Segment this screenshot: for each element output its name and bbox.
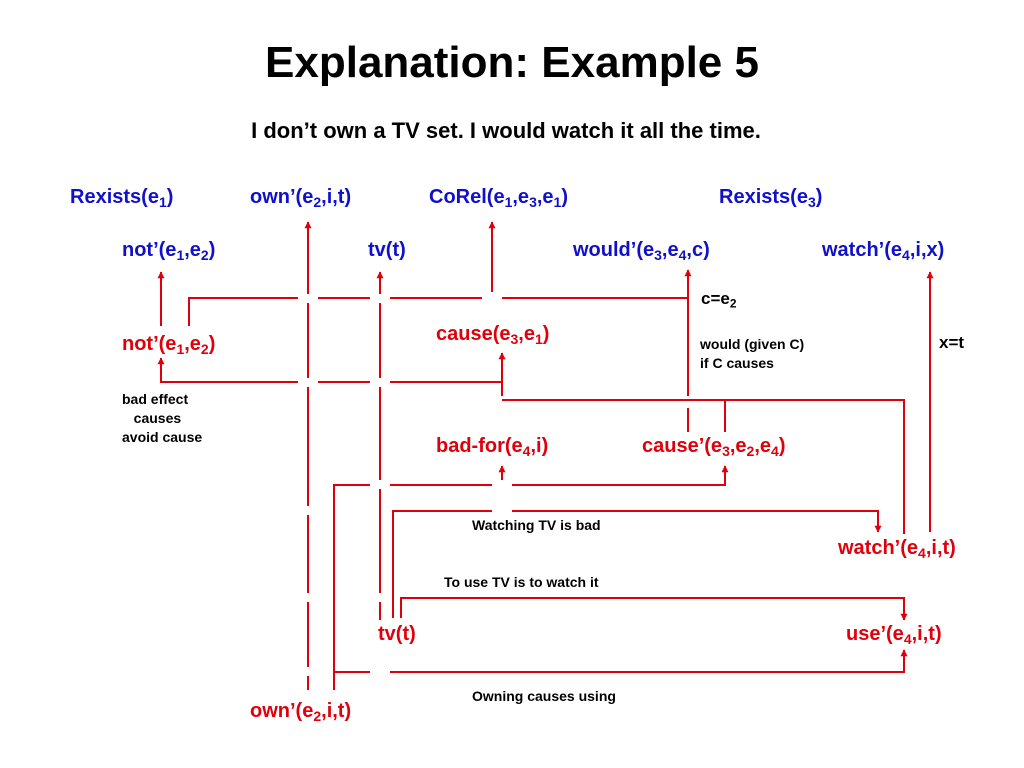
bad-effect-note: bad effect causes avoid cause xyxy=(122,391,203,445)
x-eq-t-note: x=t xyxy=(939,333,965,352)
rexists-e3-label: Rexists(e3) xyxy=(719,186,823,211)
watch-mid-label: watch’(e4,i,t) xyxy=(838,537,956,562)
bad-for-label: bad-for(e4,i) xyxy=(436,435,549,460)
watch-top-label: watch’(e4,i,x) xyxy=(822,239,945,264)
own-e2-top-label: own’(e2,i,t) xyxy=(250,186,352,211)
not-e1-e2-top-label: not’(e1,e2) xyxy=(122,239,216,264)
tv-bottom-label: tv(t) xyxy=(378,623,416,645)
slide-title: Explanation: Example 5 xyxy=(265,38,759,87)
cause-prime-label: cause’(e3,e2,e4) xyxy=(642,435,786,460)
c-eq-e2-note: c=e2 xyxy=(701,289,737,311)
arrow-to-not-mid xyxy=(157,357,502,383)
cause-e3-e1-label: cause(e3,e1) xyxy=(436,323,550,348)
rexists-e1-label: Rexists(e1) xyxy=(70,186,174,211)
owning-note: Owning causes using xyxy=(472,688,616,704)
corel-label: CoRel(e1,e3,e1) xyxy=(429,186,569,211)
tv-top-label: tv(t) xyxy=(368,239,406,261)
arrow-to-use-bottom xyxy=(334,649,908,673)
use-tv-note: To use TV is to watch it xyxy=(444,574,599,590)
own-bottom-label: own’(e2,i,t) xyxy=(250,700,352,725)
would-label: would’(e3,e4,c) xyxy=(573,239,710,264)
would-given-note: would (given C) if C causes xyxy=(700,336,805,371)
use-label: use’(e4,i,t) xyxy=(846,623,942,648)
arrow-to-use xyxy=(400,597,908,621)
not-e1-e2-mid-label: not’(e1,e2) xyxy=(122,333,216,358)
connector-cause-split xyxy=(502,399,905,534)
arrow-to-watch-mid xyxy=(392,510,882,618)
connector-c-eq-e2 xyxy=(188,297,688,326)
watching-bad-note: Watching TV is bad xyxy=(472,517,601,533)
slide-subtitle: I don’t own a TV set. I would watch it a… xyxy=(251,118,761,143)
